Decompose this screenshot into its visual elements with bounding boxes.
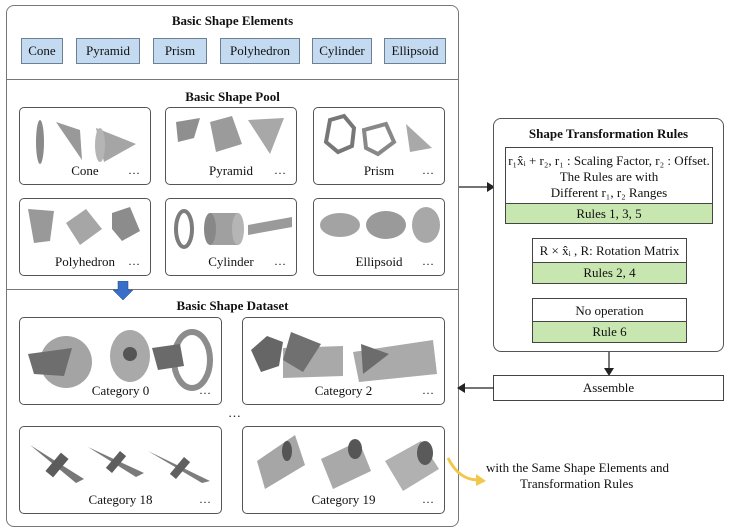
down-arrow-icon [113,281,133,301]
right-arrow-icon [459,182,495,192]
dataset-card-category-19: … Category 19 [242,426,445,514]
rules-title: Shape Transformation Rules [528,126,689,141]
yellow-curved-arrow-icon [446,457,486,486]
separator-1 [6,79,459,80]
pool-card-ellipsoid: … Ellipsoid [313,198,445,276]
ellipsis: … [199,492,211,506]
elements-title: Basic Shape Elements [171,13,294,28]
dataset-label-category-18: Category 18 [88,492,153,507]
assemble-label: Assemble [582,380,635,395]
rule-label-1-3-5: Rules 1, 3, 5 [506,203,712,223]
category-18-samples-image [30,445,210,483]
pool-label-prism: Prism [363,163,395,178]
pool-label-ellipsoid: Ellipsoid [355,254,403,269]
polyhedron-samples-image [28,207,140,245]
ellipsis: … [274,254,286,268]
note-line-1: with the Same Shape Elements and [486,460,670,475]
rule-rotation-text: R × x̂ᵢ , R: Rotation Matrix [539,243,680,258]
rule-box-no-operation: No operation Rule 6 [532,298,687,343]
dataset-card-category-2: … Category 2 [242,317,445,405]
pool-card-pyramid: … Pyramid [165,107,297,185]
cylinder-samples-image [174,209,292,249]
pool-label-cylinder: Cylinder [208,254,254,269]
pool-card-cylinder: … Cylinder [165,198,297,276]
rule-scaling-line1: r₁x̂ᵢ + r₂, r₁ : Scaling Factor, r₂ : Of… [508,153,710,168]
ellipsoid-samples-image [320,207,440,243]
pool-label-cone: Cone [71,163,99,178]
rule-label-2-4: Rules 2, 4 [533,262,686,283]
ellipsis: … [422,254,434,268]
pool-title: Basic Shape Pool [185,89,280,104]
chip-polyhedron: Polyhedron [220,38,300,64]
between-ellipsis: … [228,405,241,420]
ellipsis: … [274,163,286,177]
ellipsis: … [128,254,140,268]
rule-label-6: Rule 6 [533,321,686,342]
pool-label-polyhedron: Polyhedron [55,254,115,269]
dataset-label-category-2: Category 2 [314,383,373,398]
ellipsis: … [422,383,434,397]
pyramid-samples-image [176,116,284,154]
pool-label-pyramid: Pyramid [208,163,254,178]
rule-scaling-line2: The Rules are with [559,169,659,184]
dataset-label-category-0: Category 0 [91,383,150,398]
chip-cone: Cone [21,38,63,64]
chip-pyramid: Pyramid [76,38,140,64]
note-line-2: Transformation Rules [520,476,634,491]
down-connector-arrow-icon [604,352,614,376]
ellipsis: … [422,163,434,177]
category-2-samples-image [251,332,437,382]
dataset-card-category-18: … Category 18 [19,426,222,514]
separator-2 [6,289,459,290]
prism-samples-image [323,113,432,157]
rule-scaling-line3: Different r₁, r₂ Ranges [550,185,668,200]
rule-no-operation-text: No operation [575,303,644,318]
chip-prism: Prism [153,38,207,64]
dataset-card-category-0: … Category 0 [19,317,222,405]
pool-card-polyhedron: … Polyhedron [19,198,151,276]
ellipsis: … [199,383,211,397]
rule-box-scaling: r₁x̂ᵢ + r₂, r₁ : Scaling Factor, r₂ : Of… [505,147,713,224]
rule-box-rotation: R × x̂ᵢ , R: Rotation Matrix Rules 2, 4 [532,238,687,284]
chip-cylinder: Cylinder [312,38,372,64]
ellipsis: … [128,163,140,177]
assemble-box: Assemble [493,375,724,401]
pool-card-prism: … Prism [313,107,445,185]
ellipsis: … [422,492,434,506]
dataset-label-category-19: Category 19 [311,492,376,507]
cone-samples-image [36,120,136,164]
category-19-samples-image [257,435,439,491]
chip-ellipsoid: Ellipsoid [384,38,446,64]
category-0-samples-image [28,329,213,391]
dataset-title: Basic Shape Dataset [176,298,289,313]
left-arrow-icon [457,383,494,393]
pool-card-cone: … Cone [19,107,151,185]
